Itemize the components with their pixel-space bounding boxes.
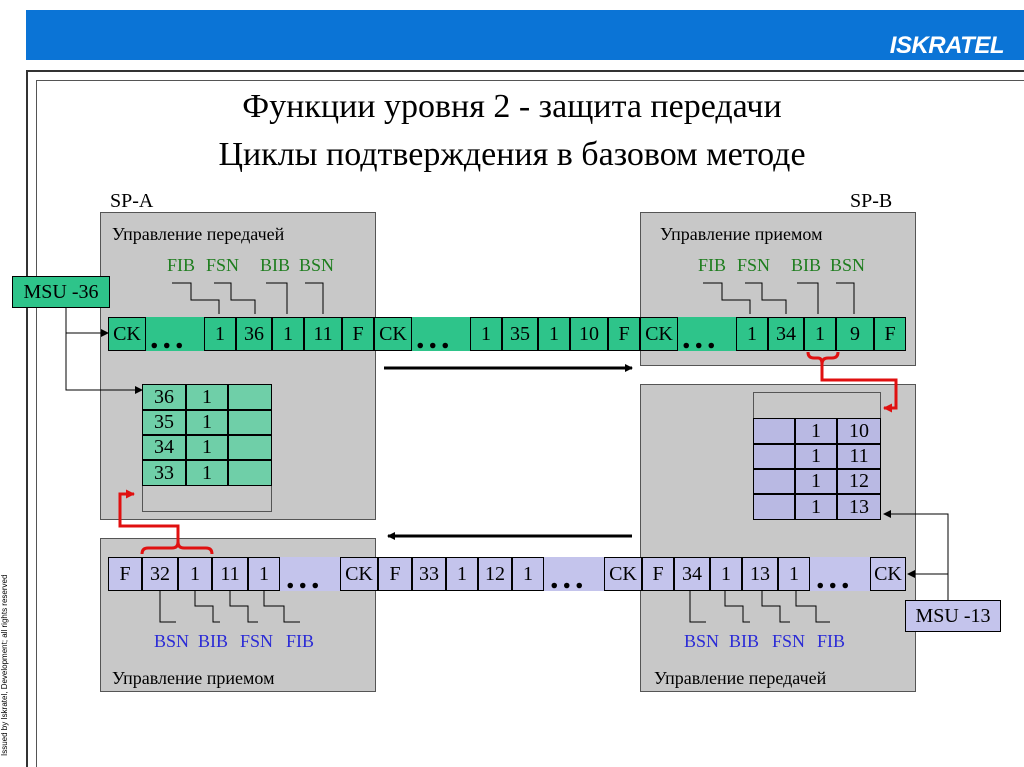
buffer-b-r0-bsn: 10 <box>837 418 881 444</box>
msu-36-box: MSU -36 <box>12 276 110 308</box>
bottom-frame3-bib: 1 <box>710 557 742 591</box>
bottom-ck-2: CK <box>604 557 642 591</box>
field-label-fib-a: FIB <box>167 255 196 275</box>
top-frame2-bsn: 10 <box>570 317 608 351</box>
buffer-b-r3-bsn: 13 <box>837 494 881 520</box>
top-frame1-fsn: 36 <box>236 317 272 351</box>
top-ck-2: CK <box>374 317 412 351</box>
top-ck-3: CK <box>640 317 678 351</box>
buffer-b-r0-bib: 1 <box>795 418 837 444</box>
bottom-frame2-bsn: 33 <box>412 557 446 591</box>
top-frame1-bib: 1 <box>272 317 304 351</box>
buffer-a-r2-fib: 1 <box>186 435 228 460</box>
bottom-frame3-fsn: 13 <box>742 557 778 591</box>
bottom-frame2-fib: 1 <box>512 557 544 591</box>
slide-title-line2: Циклы подтверждения в базовом методе <box>218 136 806 173</box>
brand-logo: ISKRATEL <box>889 32 1005 59</box>
sp-a-label: SP-A <box>110 190 154 212</box>
field-label-bsn-d: BSN <box>684 631 720 651</box>
bottom-frame2-fsn: 12 <box>478 557 512 591</box>
top-frame2-bib: 1 <box>538 317 570 351</box>
bottom-f-3: F <box>642 557 674 591</box>
bottom-ck-3: CK <box>870 557 906 591</box>
buffer-b-r1-bsn: 11 <box>837 444 881 469</box>
slide-frame-outer <box>26 70 1024 767</box>
top-frame3-fib: 1 <box>736 317 768 351</box>
buffer-a-r2-extra <box>228 435 272 460</box>
field-label-bsn-b: BSN <box>830 255 866 275</box>
bottom-dots-1: ... <box>286 559 324 596</box>
top-f-1: F <box>342 317 374 351</box>
bottom-frame3-fib: 1 <box>778 557 810 591</box>
top-frame1-bsn: 11 <box>304 317 342 351</box>
top-ck-1: CK <box>108 317 146 351</box>
panel-a-bottom-label: Управление приемом <box>112 668 275 688</box>
buffer-b-r2-bsn: 12 <box>837 469 881 494</box>
bottom-dots-3: ... <box>816 559 854 596</box>
panel-a-top-label: Управление передачей <box>112 224 285 244</box>
field-label-bib-a: BIB <box>260 255 291 275</box>
panel-b-top-label: Управление приемом <box>660 224 823 244</box>
buffer-a-r3-fib: 1 <box>186 460 228 486</box>
bottom-frame2-bib: 1 <box>446 557 478 591</box>
buffer-a-r0-extra <box>228 384 272 410</box>
buffer-a-r1-extra <box>228 410 272 435</box>
buffer-b-r2-extra <box>753 469 795 494</box>
bottom-ck-1: CK <box>340 557 378 591</box>
top-f-2: F <box>608 317 640 351</box>
field-label-fib-d: FIB <box>817 631 846 651</box>
field-label-bsn-a: BSN <box>299 255 335 275</box>
buffer-b-r1-extra <box>753 444 795 469</box>
field-label-bib-b: BIB <box>791 255 822 275</box>
sp-b-label: SP-B <box>850 190 893 212</box>
msu-13-box: MSU -13 <box>905 600 1001 632</box>
header-bar: ISKRATEL <box>26 10 1024 60</box>
bottom-frame1-bib: 1 <box>178 557 212 591</box>
buffer-a-r3-fsn: 33 <box>142 460 186 486</box>
top-dots-1: ... <box>150 319 188 356</box>
top-frame3-bib: 1 <box>804 317 836 351</box>
buffer-b-r0-extra <box>753 418 795 444</box>
top-frame2-fib: 1 <box>470 317 502 351</box>
top-frame2-fsn: 35 <box>502 317 538 351</box>
bottom-f-1: F <box>108 557 142 591</box>
bottom-frame1-bsn: 32 <box>142 557 178 591</box>
field-label-fsn-d: FSN <box>772 631 806 651</box>
top-frame1-fib: 1 <box>204 317 236 351</box>
buffer-a-r0-fsn: 36 <box>142 384 186 410</box>
buffer-a-r0-fib: 1 <box>186 384 228 410</box>
field-label-fsn-c: FSN <box>240 631 274 651</box>
bottom-frame3-bsn: 34 <box>674 557 710 591</box>
top-f-3: F <box>874 317 906 351</box>
top-dots-3: ... <box>682 319 720 356</box>
slide-title-line1: Функции уровня 2 - защита передачи <box>242 88 782 125</box>
buffer-a-r1-fib: 1 <box>186 410 228 435</box>
top-frame3-bsn: 9 <box>836 317 874 351</box>
buffer-a-r2-fsn: 34 <box>142 435 186 460</box>
field-label-fsn-a: FSN <box>206 255 240 275</box>
top-frame3-fsn: 34 <box>768 317 804 351</box>
panel-b-bottom-label: Управление передачей <box>654 668 827 688</box>
field-label-fsn-b: FSN <box>737 255 771 275</box>
field-label-bsn-c: BSN <box>154 631 190 651</box>
top-dots-2: ... <box>416 319 454 356</box>
field-label-fib-b: FIB <box>698 255 727 275</box>
bottom-dots-2: ... <box>550 559 588 596</box>
buffer-a-r3-extra <box>228 460 272 486</box>
bottom-frame1-fib: 1 <box>248 557 280 591</box>
field-label-bib-d: BIB <box>729 631 760 651</box>
buffer-b-r2-bib: 1 <box>795 469 837 494</box>
buffer-a-r1-fsn: 35 <box>142 410 186 435</box>
buffer-b-r3-bib: 1 <box>795 494 837 520</box>
slide-frame-inner <box>36 80 1024 767</box>
field-label-bib-c: BIB <box>198 631 229 651</box>
field-label-fib-c: FIB <box>286 631 315 651</box>
bottom-frame1-fsn: 11 <box>212 557 248 591</box>
bottom-f-2: F <box>378 557 412 591</box>
buffer-b-r3-extra <box>753 494 795 520</box>
buffer-b-r1-bib: 1 <box>795 444 837 469</box>
